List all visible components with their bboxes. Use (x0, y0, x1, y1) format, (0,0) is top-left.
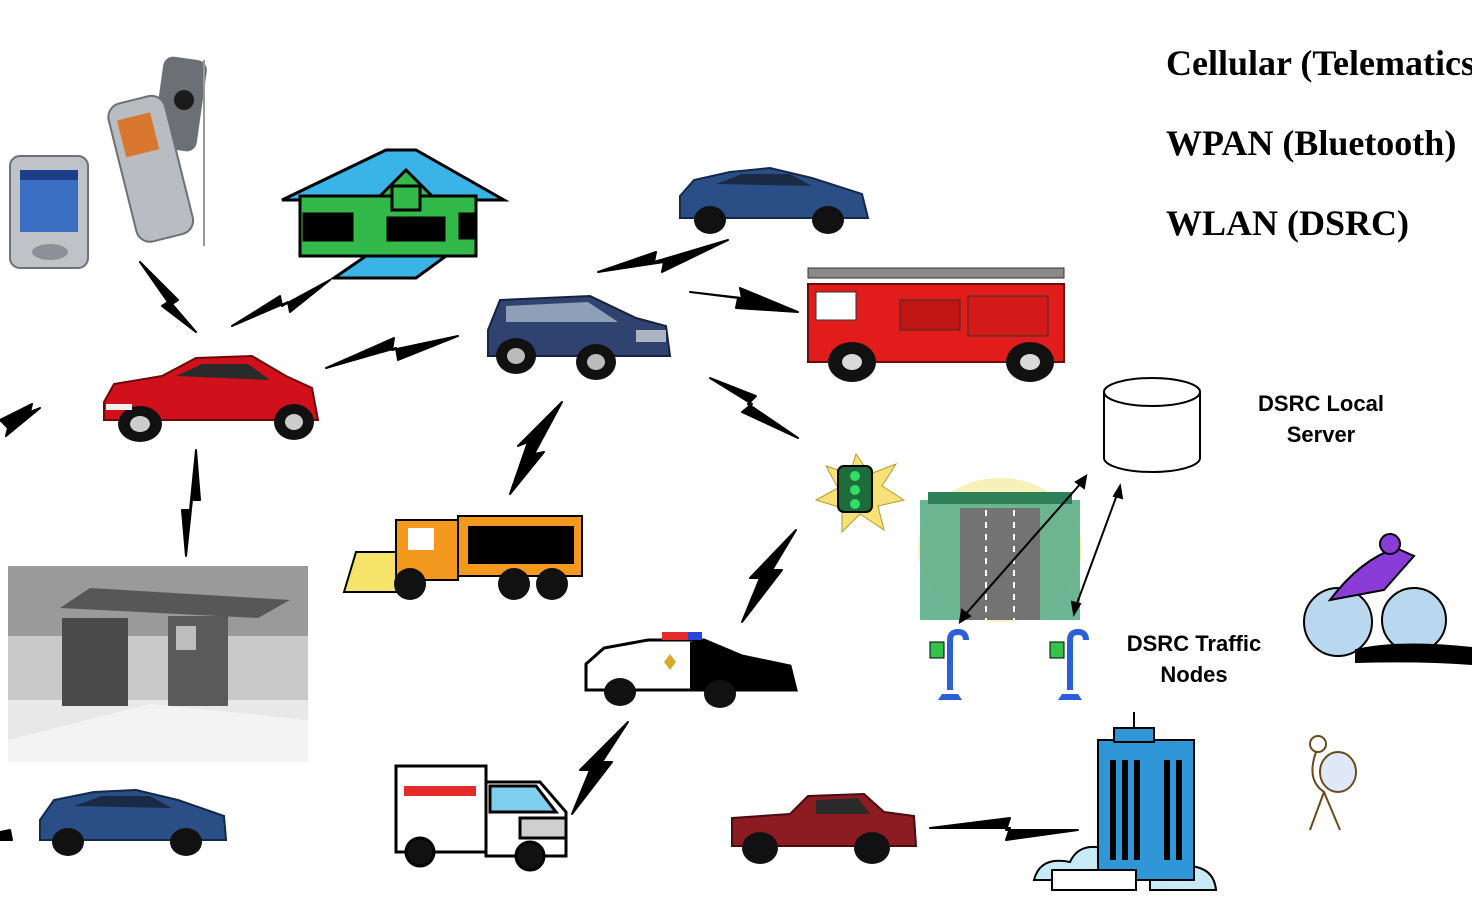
link-suv-to-fire-truck (690, 288, 798, 312)
legend-cellular: Cellular (Telematics) (1166, 42, 1472, 84)
label-dsrc-traffic-nodes: DSRC Traffic Nodes (1094, 628, 1294, 690)
label-dsrc-traffic-nodes-line-1: DSRC Traffic (1094, 628, 1294, 659)
legend-wpan: WPAN (Bluetooth) (1166, 122, 1456, 164)
blue-sedan-top (680, 168, 868, 234)
label-dsrc-traffic-nodes-line-2: Nodes (1094, 659, 1294, 690)
flip-phone (105, 55, 208, 246)
link-police-to-traffic-light (742, 530, 796, 622)
toll-booth-photo (8, 566, 308, 762)
link-blue-sedan-offscreen-left (0, 830, 12, 840)
red-car (104, 356, 318, 442)
link-suv-to-blue-sedan (598, 240, 728, 272)
link-suv-to-plow (510, 402, 562, 494)
label-dsrc-local-server: DSRC Local Server (1226, 388, 1416, 450)
link-red-car-offscreen-left (0, 404, 40, 436)
traffic-light (816, 454, 904, 532)
pedestrian (1310, 736, 1356, 830)
office-building (1034, 712, 1216, 890)
police-car (586, 632, 796, 708)
dsrc-local-server (1104, 378, 1200, 472)
label-dsrc-local-server-line-1: DSRC Local (1226, 388, 1416, 419)
link-red-car-to-phones (140, 262, 196, 332)
suv (488, 296, 670, 380)
link-police-to-ambulance (572, 722, 628, 814)
link-red-car-to-suv (326, 336, 458, 368)
label-dsrc-local-server-line-2: Server (1226, 419, 1416, 450)
pda-device (10, 156, 88, 268)
dsrc-traffic-node-1 (930, 632, 966, 700)
highway-interchange (918, 478, 1082, 622)
pickup-truck (732, 794, 916, 864)
house-icon (282, 150, 504, 278)
fire-truck (808, 268, 1064, 382)
blue-sedan-bottom (40, 790, 226, 856)
dsrc-traffic-node-2 (1050, 632, 1086, 700)
link-suv-to-traffic-light (710, 378, 798, 438)
cyclist (1304, 534, 1472, 664)
legend-wlan: WLAN (DSRC) (1166, 202, 1409, 244)
ambulance (396, 766, 566, 870)
link-red-car-to-tollbooth (182, 450, 200, 556)
link-pickup-to-building (930, 818, 1078, 840)
plow-truck (344, 516, 582, 600)
link-red-car-to-house (232, 280, 330, 326)
